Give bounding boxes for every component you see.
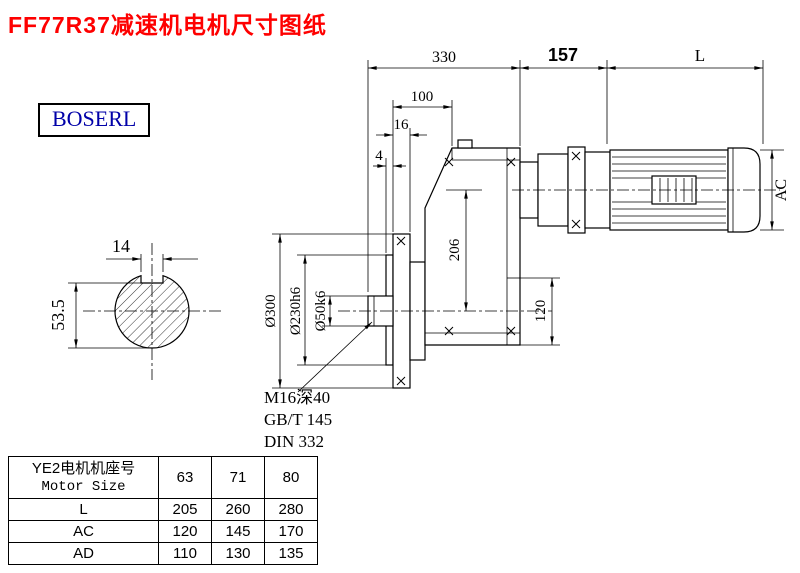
dim-dia230-label: Ø230h6 <box>288 286 304 335</box>
brand-logo: BOSERL <box>38 103 151 137</box>
value-L-71: 260 <box>211 498 265 521</box>
size-column-80: 80 <box>264 456 318 499</box>
motor-size-table: YE2电机机座号 Motor Size 63 71 80 L 205 260 2… <box>8 456 318 565</box>
dim-AC-label: AC <box>773 179 790 201</box>
dim-157-label: 157 <box>548 45 578 65</box>
dim-4-label: 4 <box>375 148 383 164</box>
table-header-motor-size: YE2电机机座号 Motor Size <box>8 456 159 499</box>
page-title: FF77R37减速机电机尺寸图纸 <box>8 12 327 38</box>
size-column-71: 71 <box>211 456 265 499</box>
value-AD-71: 130 <box>211 542 265 565</box>
dim-L-label: L <box>695 46 705 65</box>
value-AD-63: 110 <box>158 542 212 565</box>
dim-120-label: 120 <box>533 300 549 323</box>
table-header-en: Motor Size <box>41 479 126 495</box>
value-AC-80: 170 <box>264 520 318 543</box>
gear-housing <box>424 147 521 346</box>
table-row-AD: AD 110 130 135 <box>8 542 318 565</box>
row-label-AD: AD <box>8 542 159 565</box>
dim-dia50-label: Ø50k6 <box>313 290 329 331</box>
note-gb-standard: GB/T 145 <box>264 410 332 429</box>
dim-16-label: 16 <box>394 117 410 133</box>
dim-330-label: 330 <box>432 49 456 66</box>
value-AC-63: 120 <box>158 520 212 543</box>
table-row-L: L 205 260 280 <box>8 498 318 521</box>
note-tapped-hole: M16深40 <box>264 388 330 407</box>
value-L-80: 280 <box>264 498 318 521</box>
dimensions: 330 157 L 100 16 4 Ø300 Ø230h6 Ø50k6 206 <box>48 45 790 389</box>
table-row-AC: AC 120 145 170 <box>8 520 318 543</box>
centerlines <box>83 189 780 380</box>
value-L-63: 205 <box>158 498 212 521</box>
row-label-AC: AC <box>8 520 159 543</box>
row-label-L: L <box>8 498 159 521</box>
vent-plug <box>457 139 473 149</box>
shaft-end-notes: M16深40 GB/T 145 DIN 332 <box>264 321 373 451</box>
size-column-63: 63 <box>158 456 212 499</box>
main-view <box>367 139 761 389</box>
dim-100-label: 100 <box>411 89 434 105</box>
table-header-row: YE2电机机座号 Motor Size 63 71 80 <box>8 456 318 499</box>
value-AD-80: 135 <box>264 542 318 565</box>
dim-dia300-label: Ø300 <box>263 294 279 327</box>
table-header-cn: YE2电机机座号 <box>31 460 136 477</box>
value-AC-71: 145 <box>211 520 265 543</box>
note-din-standard: DIN 332 <box>264 432 324 451</box>
dim-14-label: 14 <box>112 236 130 256</box>
dim-206-label: 206 <box>447 238 463 261</box>
dim-53-5-label: 53.5 <box>48 299 68 331</box>
